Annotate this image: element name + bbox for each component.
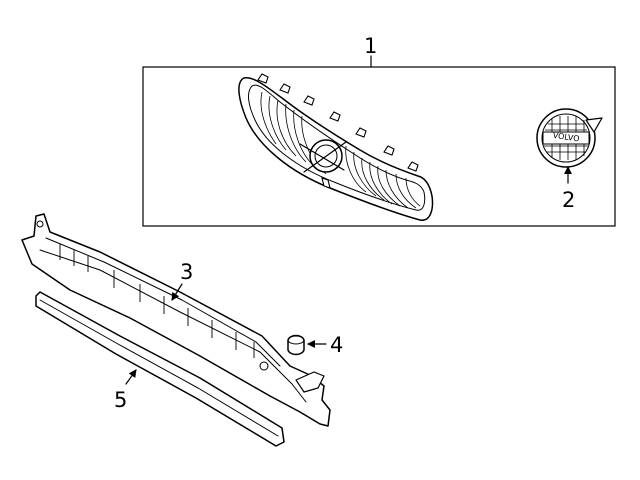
- retainer-clip: [287, 334, 305, 356]
- emblem-wordmark: VOLVO: [552, 131, 580, 144]
- grille-vertical-bars: [260, 91, 421, 209]
- lower-grille-end-tab: [295, 371, 325, 393]
- front-grille: [238, 73, 434, 221]
- callout-2-label: 2: [562, 188, 575, 212]
- lower-grille: [21, 213, 331, 427]
- volvo-emblem: VOLVO: [536, 108, 603, 168]
- grille-mounting-clips: [257, 73, 419, 189]
- callout-3-leader: [171, 283, 183, 301]
- callout-3-label: 3: [180, 260, 193, 284]
- assembly-frame: [142, 66, 616, 227]
- lower-molding-strip: [35, 291, 285, 447]
- lower-grille-mount-hole: [36, 220, 44, 228]
- callout-5-label: 5: [114, 388, 127, 412]
- callout-4-label: 4: [330, 333, 343, 357]
- lower-grille-clip-hole: [259, 361, 269, 371]
- grille-emblem-mount: [299, 139, 347, 173]
- callout-5-leader: [125, 369, 137, 385]
- callout-1-label: 1: [364, 34, 377, 58]
- lower-grille-vanes: [59, 244, 255, 358]
